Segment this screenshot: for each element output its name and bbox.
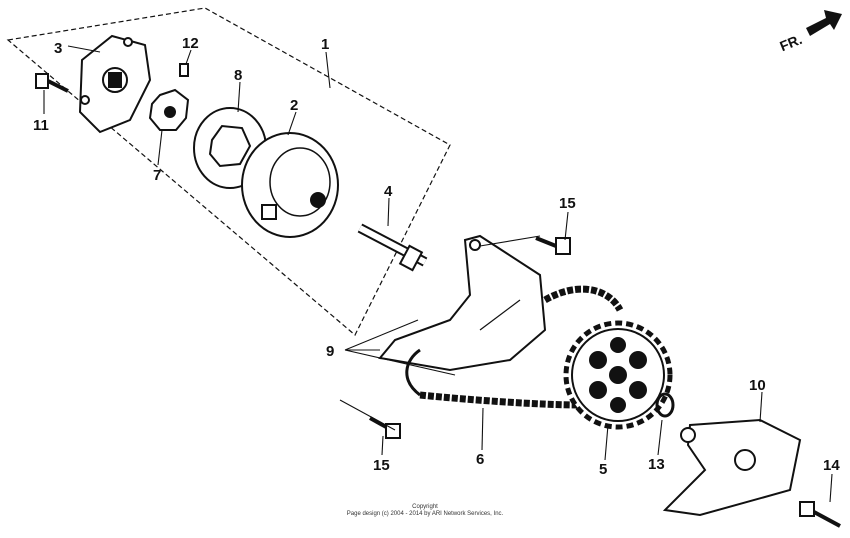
oil-pump-assembly-box: [6, 7, 451, 336]
callout-15-lower: 15: [373, 457, 390, 474]
callout-3: 3: [54, 40, 62, 57]
bolt-part-15-upper: [535, 236, 571, 255]
copyright-line-2: Page design (c) 2004 - 2014 by ARI Netwo…: [347, 511, 504, 517]
callout-1: 1: [321, 36, 329, 53]
front-direction-arrow-icon: [806, 10, 842, 36]
sprocket-part: [563, 320, 673, 430]
chain-guide-plate-part: [378, 234, 547, 372]
callout-13: 13: [648, 456, 665, 473]
callout-10: 10: [749, 377, 766, 394]
pump-body-part: [241, 132, 339, 238]
dowel-pin-part: [179, 63, 189, 77]
bolt-part-11: [35, 73, 69, 93]
callout-14: 14: [823, 457, 840, 474]
bolt-part-14: [799, 501, 841, 528]
inner-rotor-part: [148, 88, 190, 131]
callout-7: 7: [153, 167, 161, 184]
drive-chain-part: [405, 285, 624, 409]
leader-lines: [43, 45, 833, 503]
callout-15-upper: 15: [559, 195, 576, 212]
callout-11: 11: [33, 117, 49, 134]
pump-shaft-part: [357, 223, 428, 272]
copyright-line-1: Copyright: [412, 504, 438, 510]
cover-plate-part: [662, 418, 802, 517]
callout-6: 6: [476, 451, 484, 468]
front-direction-label: FR.: [777, 31, 804, 54]
callout-5: 5: [599, 461, 607, 478]
callout-2: 2: [290, 97, 298, 114]
callout-4: 4: [384, 183, 393, 200]
callout-8: 8: [234, 67, 242, 84]
snap-ring-part: [655, 392, 675, 418]
callout-9: 9: [326, 343, 334, 360]
pump-cover-part: [78, 34, 152, 134]
callout-12: 12: [182, 35, 199, 52]
bolt-part-15-lower: [369, 416, 401, 439]
